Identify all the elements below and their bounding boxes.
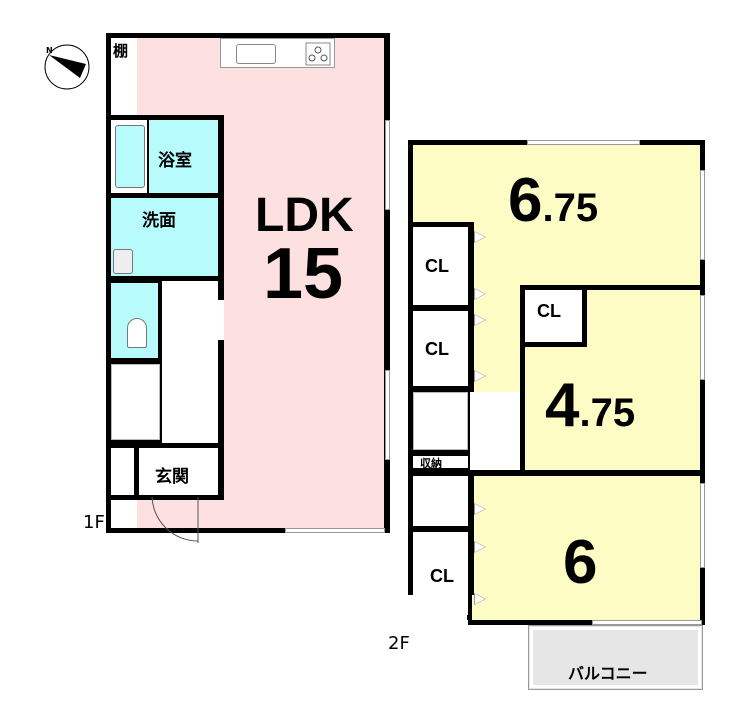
storage-label: 収納: [420, 457, 442, 470]
stairs-2f: [413, 392, 468, 450]
window: [385, 370, 390, 460]
floor1-label: 1F: [83, 512, 105, 533]
entrance: [139, 448, 218, 495]
bedroom-6: [474, 476, 700, 620]
window: [385, 120, 390, 210]
storage-2f: [413, 456, 468, 468]
closet-label: CL: [537, 301, 561, 321]
balcony: [528, 625, 703, 690]
size-frac: .75: [579, 391, 636, 435]
hallway-2f: [470, 392, 522, 470]
washbasin-icon: [113, 249, 133, 274]
size-frac: .75: [542, 186, 599, 230]
bedroom-6-size: 6: [563, 528, 598, 597]
hallway-1f: [162, 281, 218, 443]
closet-label: CL: [425, 339, 449, 359]
stairs-1f: [111, 364, 160, 440]
floor2-label: 2F: [388, 633, 410, 654]
stove-icon: [305, 42, 331, 66]
closet: [525, 290, 582, 342]
sink-icon: [236, 44, 276, 64]
window: [527, 140, 640, 145]
washroom-label: 洗面: [142, 211, 176, 231]
window: [700, 295, 705, 380]
ldk-size: 15: [263, 234, 344, 314]
size-int: 4: [545, 371, 580, 440]
compass-icon: [44, 44, 90, 90]
entrance-label: 玄関: [155, 467, 189, 487]
closet: [413, 532, 468, 590]
compass-north-label: N: [46, 46, 53, 55]
closet: [413, 475, 468, 526]
window: [700, 170, 705, 260]
window: [592, 620, 702, 625]
shelf-area: [111, 38, 137, 118]
window: [285, 528, 385, 533]
bedroom-6-75-size: 6.75: [508, 170, 598, 232]
closet: [413, 227, 468, 305]
bath-room: [149, 120, 218, 193]
window: [700, 483, 705, 568]
toilet-icon: [127, 318, 147, 348]
ldk-label: LDK: [255, 189, 354, 242]
closet-label: CL: [430, 566, 454, 586]
shelf-label: 棚: [113, 42, 129, 60]
bath-label: 浴室: [158, 151, 192, 171]
balcony-label: バルコニー: [568, 664, 648, 683]
closet-label: CL: [425, 256, 449, 276]
bathtub: [115, 125, 145, 188]
ldk-door[interactable]: [218, 300, 224, 340]
bedroom-4-75-size: 4.75: [545, 375, 635, 437]
size-int: 6: [508, 166, 543, 235]
entrance-door[interactable]: [150, 497, 202, 543]
closet: [413, 311, 468, 386]
storage-1f: [111, 448, 134, 495]
